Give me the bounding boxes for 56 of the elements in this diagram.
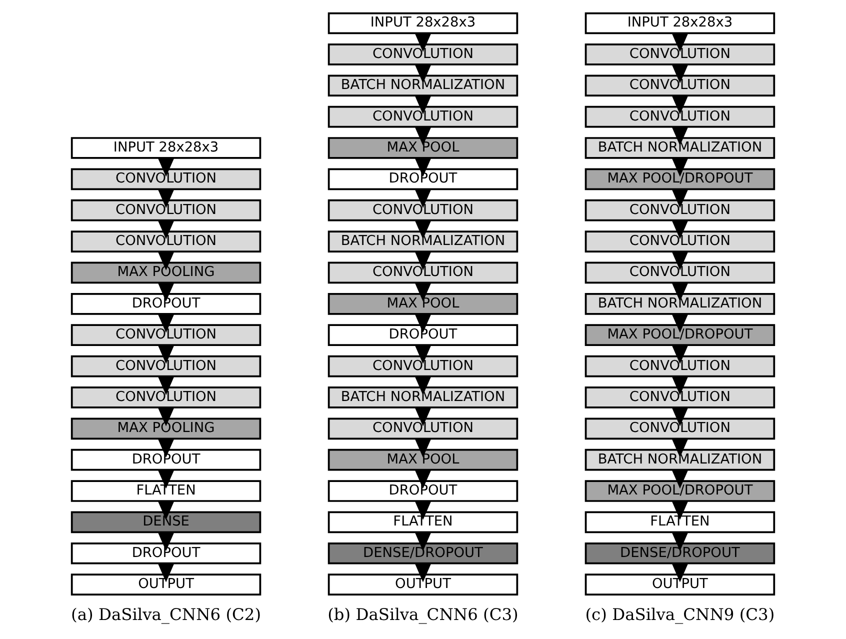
node-box: DROPOUT [328,324,518,346]
node-box: OUTPUT [584,574,776,596]
node-box: INPUT 28x28x3 [70,137,262,159]
node-box: CONVOLUTION [328,262,518,284]
node-box: FLATTEN [584,511,776,534]
node-box: BATCH NORMALIZATION [584,137,776,159]
node-box: CONVOLUTION [584,386,776,408]
node-box: FLATTEN [328,511,518,534]
node-box: DENSE/DROPOUT [584,542,776,564]
node-box: BATCH NORMALIZATION [584,448,776,471]
node-box: DENSE [70,511,262,534]
node-box: FLATTEN [70,480,262,502]
node-box: DROPOUT [328,480,518,502]
node-box: MAX POOL/DROPOUT [584,324,776,346]
node-box: CONVOLUTION [584,106,776,128]
node-box: CONVOLUTION [70,168,262,190]
node-box: MAX POOL [328,293,518,315]
node-box: CONVOLUTION [328,418,518,440]
node-box: CONVOLUTION [584,355,776,378]
node-box: CONVOLUTION [328,199,518,222]
node-box: BATCH NORMALIZATION [328,74,518,97]
node-box: DROPOUT [70,293,262,315]
label: (b) DaSilva_CNN6 (C3) [328,605,518,624]
node-box: CONVOLUTION [584,44,776,66]
label: (c) DaSilva_CNN9 (C3) [585,605,775,624]
node-box: DROPOUT [328,168,518,190]
node-box: CONVOLUTION [70,324,262,346]
node-box: CONVOLUTION [70,230,262,252]
node-box: OUTPUT [328,574,518,596]
node-box: BATCH NORMALIZATION [584,293,776,315]
node-box: MAX POOLING [70,262,262,284]
node-box: CONVOLUTION [70,355,262,378]
node-box: CONVOLUTION [328,44,518,66]
node-box: CONVOLUTION [584,418,776,440]
node-box: INPUT 28x28x3 [584,12,776,34]
node-box: MAX POOLING [70,418,262,440]
node-box: CONVOLUTION [584,230,776,252]
node-box: DROPOUT [70,542,262,564]
node-box: CONVOLUTION [328,106,518,128]
node-box: MAX POOL/DROPOUT [584,168,776,190]
node-box: MAX POOL [328,137,518,159]
node-box: DENSE/DROPOUT [328,542,518,564]
node-box: BATCH NORMALIZATION [328,230,518,252]
node-box: INPUT 28x28x3 [328,12,518,34]
node-box: CONVOLUTION [584,74,776,97]
node-box: CONVOLUTION [328,355,518,378]
node-box: CONVOLUTION [584,262,776,284]
node-box: MAX POOL [328,448,518,471]
node-box: OUTPUT [70,574,262,596]
node-box: CONVOLUTION [584,199,776,222]
node-box: MAX POOL/DROPOUT [584,480,776,502]
label: (a) DaSilva_CNN6 (C2) [71,605,262,624]
node-box: CONVOLUTION [70,199,262,222]
node-box: BATCH NORMALIZATION [328,386,518,408]
node-box: CONVOLUTION [70,386,262,408]
node-box: DROPOUT [70,448,262,471]
